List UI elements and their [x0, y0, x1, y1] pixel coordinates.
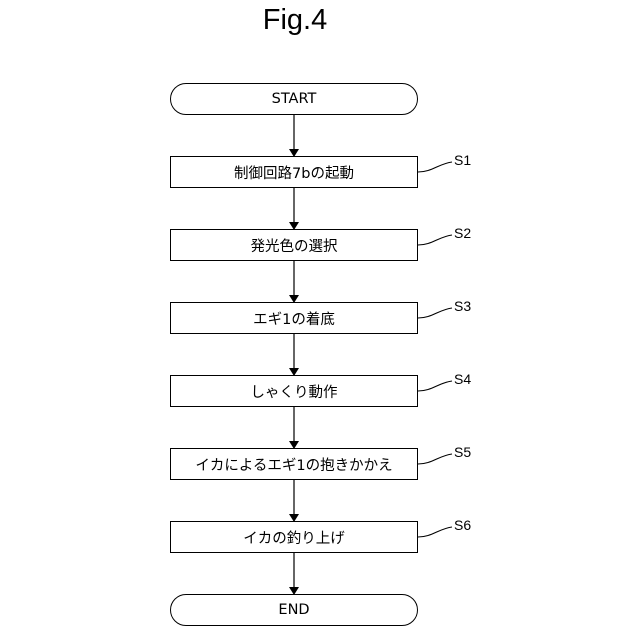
- step-box-s5: イカによるエギ1の抱きかかえ: [170, 448, 418, 480]
- leader-s1: [418, 162, 452, 172]
- step-box-s1: 制御回路7bの起動: [170, 156, 418, 188]
- step-box-s4: しゃくり動作: [170, 375, 418, 407]
- step-box-s6: イカの釣り上げ: [170, 521, 418, 553]
- step-label-s3: S3: [454, 298, 471, 314]
- leader-s6: [418, 527, 452, 537]
- step-box-s3: エギ1の着底: [170, 302, 418, 334]
- leader-s2: [418, 235, 452, 245]
- end-terminal: END: [170, 594, 418, 626]
- step-label-s5: S5: [454, 444, 471, 460]
- step-label-s1: S1: [454, 152, 471, 168]
- step-label-s2: S2: [454, 225, 471, 241]
- step-box-s2: 発光色の選択: [170, 229, 418, 261]
- leader-s4: [418, 381, 452, 391]
- step-label-s4: S4: [454, 371, 471, 387]
- leader-s3: [418, 308, 452, 318]
- start-terminal: START: [170, 83, 418, 115]
- step-label-s6: S6: [454, 517, 471, 533]
- leader-s5: [418, 454, 452, 464]
